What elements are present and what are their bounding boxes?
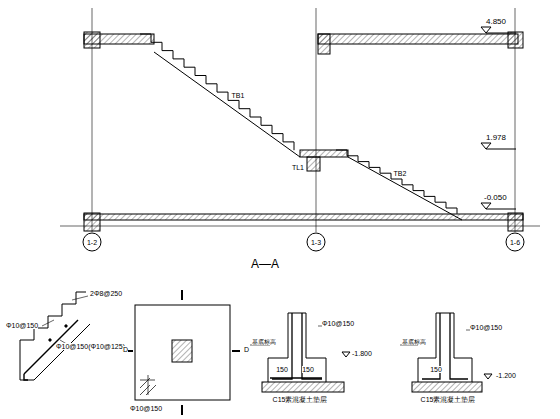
rebar-note: Φ10@150 [470, 324, 502, 331]
rebar-note: Φ10@150 [6, 322, 38, 329]
axis-label: 1-2 [87, 239, 97, 246]
stair-steps [336, 150, 457, 214]
member-tag: TB1 [232, 92, 245, 99]
stair-steps [140, 34, 294, 150]
elevation: -1.800 [352, 350, 372, 357]
member-tag: TB2 [394, 170, 407, 177]
axis-label: 1-3 [311, 239, 321, 246]
dimension: 150 [302, 366, 314, 373]
axis-label: 1-6 [510, 239, 520, 246]
elevation: -1.200 [496, 372, 516, 379]
section-title: A—A [251, 258, 279, 270]
rebar-note: 2Φ8@250 [90, 290, 122, 297]
dimension: 150 [430, 366, 442, 373]
elevation: -0.050 [484, 194, 507, 202]
note: C15素混凝土垫层 [273, 396, 328, 403]
elevation: 1.978 [486, 134, 506, 142]
note: C15素混凝土垫层 [421, 396, 476, 403]
member-tag: TL1 [292, 164, 304, 171]
section-mark: D [244, 346, 249, 353]
rebar-note: Φ10@150(Φ10@125) [56, 343, 125, 350]
rebar-note: Φ10@150 [322, 320, 354, 327]
rebar-note: Φ10@150 [130, 405, 162, 412]
note: 基底标高 [402, 339, 426, 345]
note: 基底标高 [252, 339, 276, 345]
dimension: 150 [276, 366, 288, 373]
section-mark: D [123, 346, 128, 353]
elevation: 4.850 [486, 18, 506, 26]
